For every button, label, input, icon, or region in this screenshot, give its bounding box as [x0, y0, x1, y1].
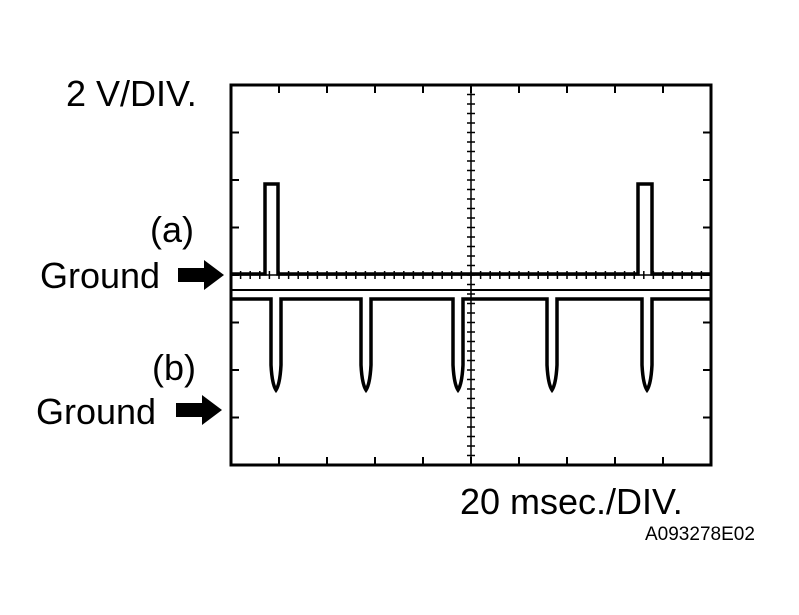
channel-b-label: (b) [152, 347, 196, 388]
channel-a-ground-label: Ground [40, 255, 161, 296]
channel-a-trace [231, 182, 711, 276]
channel-b-ground-label: Ground [36, 391, 157, 432]
channel-a-label: (a) [150, 209, 194, 250]
voltage-scale-label: 2 V/DIV. [66, 73, 197, 114]
figure-code-label: A093278E02 [645, 524, 755, 545]
scope-traces [231, 182, 711, 394]
time-scale-label: 20 msec./DIV. [460, 481, 683, 522]
channel-b-trace [231, 297, 711, 394]
channel-b-ground-arrow-icon [176, 395, 222, 425]
channel-a-ground-arrow-icon [178, 260, 224, 290]
